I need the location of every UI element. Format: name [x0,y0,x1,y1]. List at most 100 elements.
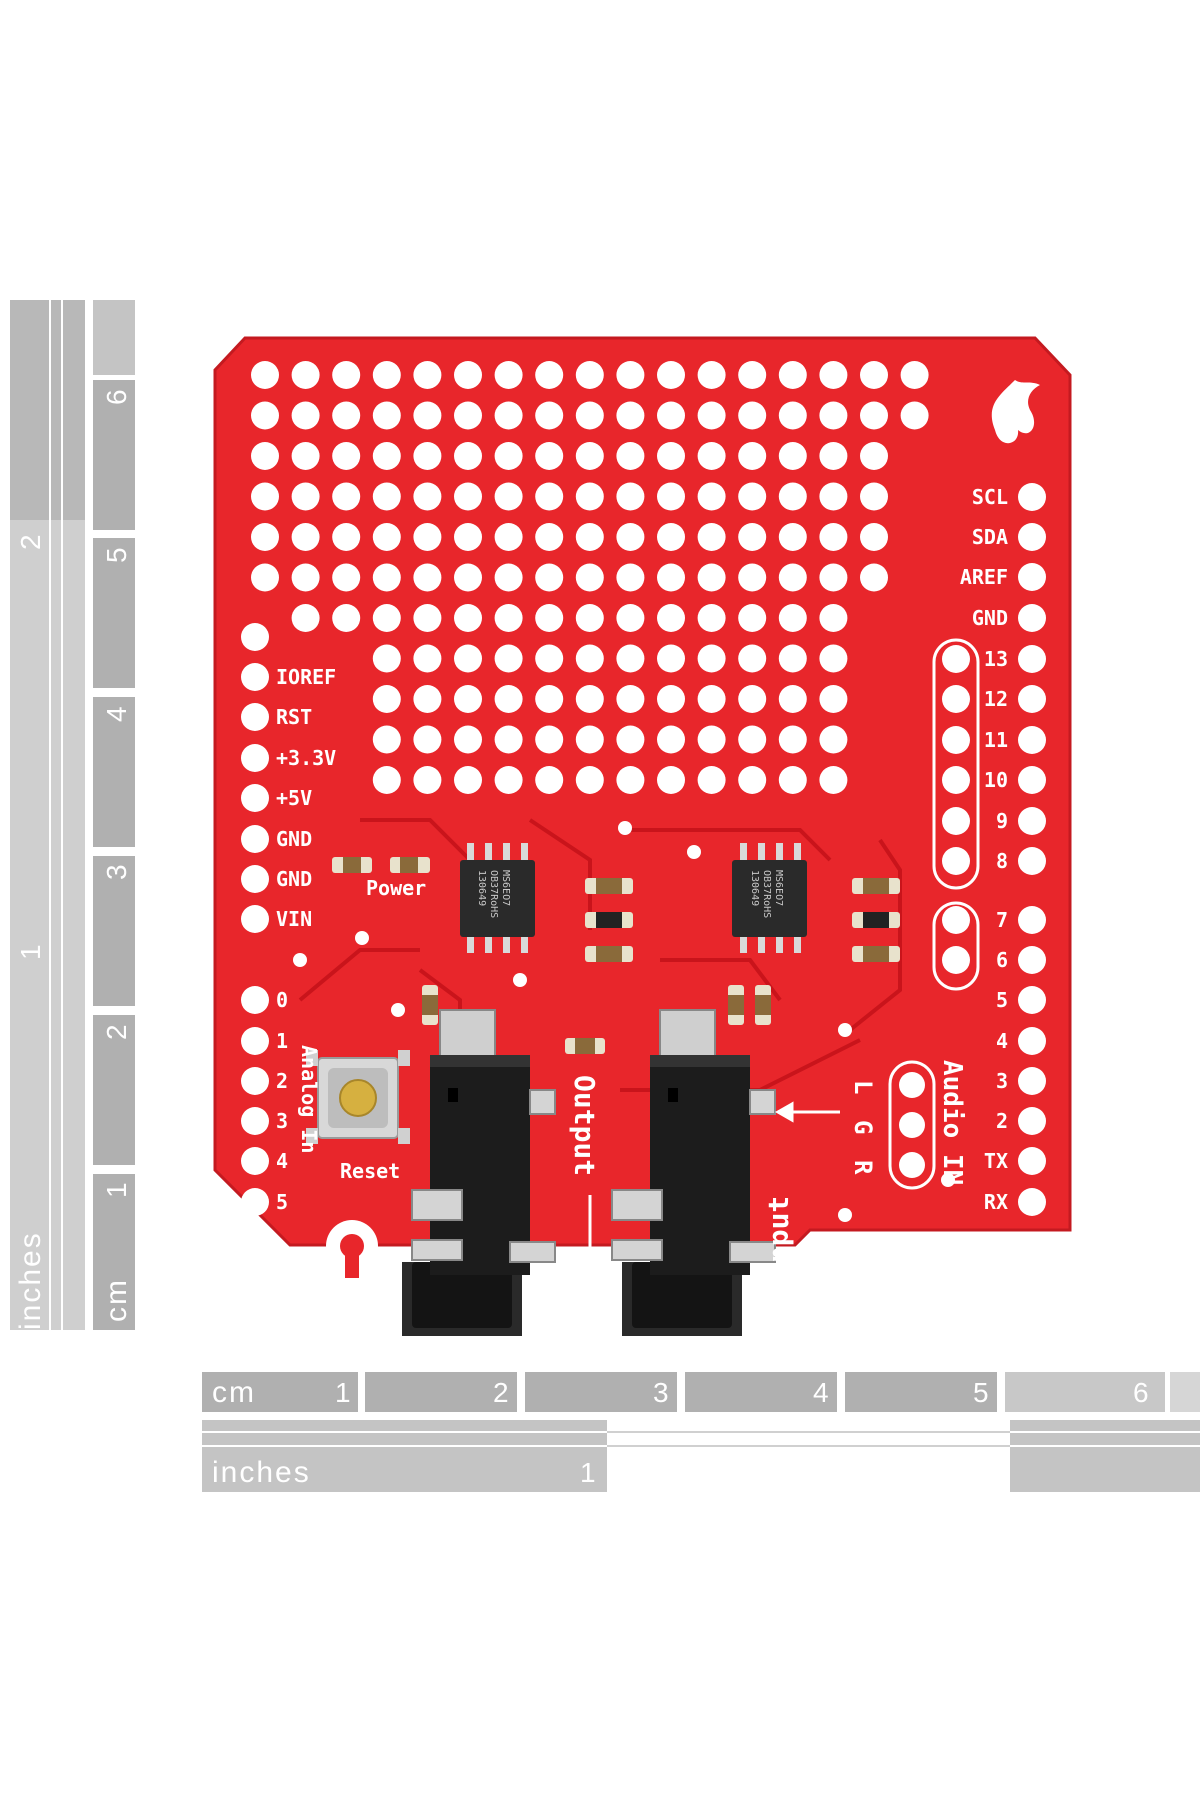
proto-hole [778,766,807,794]
header-pin[interactable] [1018,563,1046,591]
svg-text:MS6EO7: MS6EO7 [773,870,784,906]
header-pin[interactable] [942,726,970,754]
proto-hole [616,442,645,470]
header-pin[interactable] [1018,807,1046,835]
proto-hole [657,644,685,673]
proto-hole [657,563,685,592]
header-pin[interactable] [241,663,269,691]
proto-hole [332,401,361,430]
header-pin[interactable] [1018,645,1046,673]
header-pin[interactable] [1018,906,1046,934]
proto-hole [454,523,482,551]
proto-hole [738,563,767,592]
header-pin[interactable] [1018,523,1046,551]
proto-hole [291,523,320,551]
header-pin[interactable] [942,847,970,875]
header-pin[interactable] [1018,685,1046,713]
proto-hole [616,604,645,632]
ruler-inches-label: inches [14,1231,47,1330]
proto-hole [657,604,685,632]
header-pin[interactable] [241,825,269,853]
audio-shield-board: MS6EO7 OB37RoHS 130649 MS6EO7 OB37RoHS 1… [213,336,1072,1336]
header-pin[interactable] [241,703,269,731]
proto-hole [860,482,888,511]
audio-output-jack[interactable] [402,1009,556,1336]
header-pin[interactable] [241,986,269,1014]
header-pin[interactable] [1018,766,1046,794]
header-pin[interactable] [942,685,970,713]
sparkfun-logo [991,380,1040,444]
proto-hole [738,685,767,713]
proto-hole [697,482,726,511]
header-pin[interactable] [241,744,269,772]
header-pin[interactable] [1018,1027,1046,1055]
svg-text:130649: 130649 [749,870,760,906]
header-pin[interactable] [1018,483,1046,511]
ruler-cm-label: cm [100,1278,133,1322]
audio-input-jack[interactable] [611,1009,776,1336]
proto-hole [413,361,442,389]
proto-hole [575,401,604,430]
proto-hole [697,361,726,389]
via [513,973,527,987]
reset-button[interactable] [306,1050,410,1144]
proto-hole [778,644,807,673]
header-pin[interactable] [241,1067,269,1095]
ruler-bottom-cm-1: 1 [335,1377,351,1408]
header-pin[interactable] [241,865,269,893]
proto-hole [575,766,604,794]
vertical-ruler: inches 2 1 cm 1 2 3 4 5 6 [10,300,135,1330]
proto-hole [372,644,401,673]
proto-hole [413,563,442,592]
proto-hole [535,604,564,632]
ruler-bottom-cm-5: 5 [973,1377,989,1408]
proto-hole [697,523,726,551]
passive-components [332,857,900,1054]
header-pin[interactable] [942,807,970,835]
ruler-bottom-cm-6: 6 [1133,1377,1149,1408]
proto-hole [697,725,726,754]
header-pin[interactable] [241,905,269,933]
svg-text:130649: 130649 [476,870,487,906]
proto-hole [616,725,645,754]
proto-hole [291,401,320,430]
header-pin[interactable] [942,766,970,794]
header-pin[interactable] [1018,1147,1046,1175]
header-pin[interactable] [1018,1107,1046,1135]
audio-in-header[interactable]: L G R [849,1060,936,1190]
header-pin[interactable] [1018,946,1046,974]
proto-hole [251,523,279,551]
via [293,953,307,967]
proto-hole [616,685,645,713]
proto-hole [454,685,482,713]
header-pin[interactable] [241,1147,269,1175]
proto-hole [657,482,685,511]
proto-hole [494,725,523,754]
header-pin[interactable] [942,906,970,934]
proto-hole [494,482,523,511]
ruler-inch-tick-1: 1 [15,944,46,960]
header-pin[interactable] [1018,1067,1046,1095]
header-pin[interactable] [942,645,970,673]
header-pin[interactable] [942,946,970,974]
header-pin[interactable] [241,1107,269,1135]
pin-label-analog: 4 [276,1149,288,1173]
header-pin[interactable] [241,1027,269,1055]
proto-hole [738,361,767,389]
header-pin[interactable] [1018,604,1046,632]
header-pin[interactable] [1018,847,1046,875]
proto-hole [413,401,442,430]
pin-label-analog: 5 [276,1190,288,1214]
header-pin[interactable] [241,1188,269,1216]
proto-hole [372,563,401,592]
header-pin[interactable] [241,784,269,812]
header-pin[interactable] [1018,986,1046,1014]
power-led-label: Power [366,876,426,900]
svg-text:MS6EO7: MS6EO7 [500,870,511,906]
header-pin[interactable] [1018,1188,1046,1216]
proto-hole [454,644,482,673]
header-pin[interactable] [1018,726,1046,754]
header-pin[interactable] [241,623,269,651]
proto-hole [372,604,401,632]
proto-hole [372,725,401,754]
